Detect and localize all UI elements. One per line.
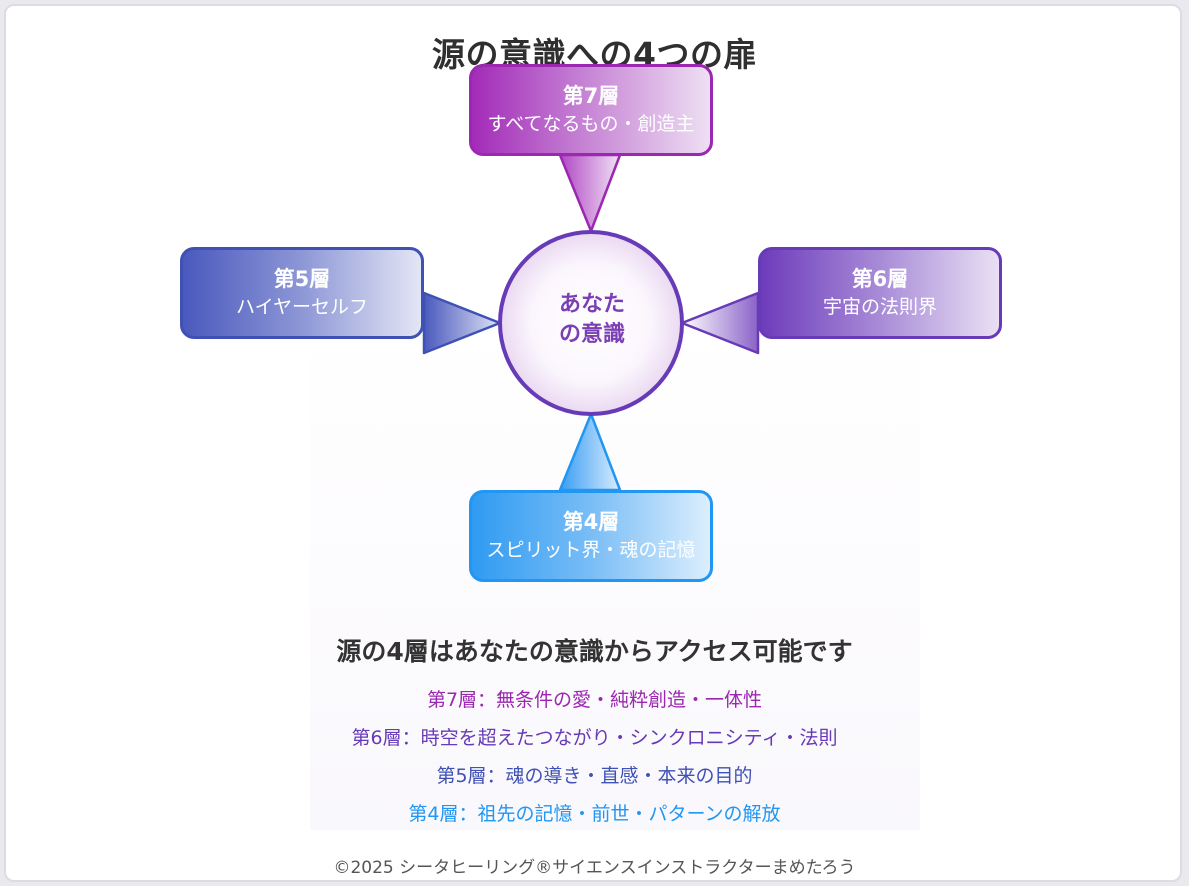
description-layer6: 第6層：時空を超えたつながり・シンクロニシティ・法則 [351, 727, 838, 749]
description-layer4: 第4層：祖先の記憶・前世・パターンの解放 [408, 803, 781, 825]
layer4-label: 第4層 [562, 510, 620, 534]
layer7-box: 第7層 すべてなるもの・創造主 [469, 64, 713, 156]
layer5-box: 第5層 ハイヤーセルフ [180, 247, 424, 339]
layer5-description: ハイヤーセルフ [235, 296, 369, 318]
connector-layer5 [422, 291, 502, 355]
connector-layer7 [558, 153, 622, 233]
center-label-line1: あなた [558, 292, 625, 317]
layer6-label: 第6層 [851, 267, 909, 291]
copyright-footer: ©2025 シータヒーリング®サイエンスインストラクターまめたろう [333, 858, 856, 878]
description-layer7: 第7層：無条件の愛・純粋創造・一体性 [426, 689, 763, 711]
layer-description-list: 第7層：無条件の愛・純粋創造・一体性 第6層：時空を超えたつながり・シンクロニシ… [0, 681, 1189, 833]
layer7-label: 第7層 [562, 84, 620, 108]
layer7-description: すべてなるもの・創造主 [487, 113, 695, 135]
subtitle: 源の4層はあなたの意識からアクセス可能です [336, 637, 853, 666]
layer5-label: 第5層 [273, 267, 331, 291]
layer4-box: 第4層 スピリット界・魂の記憶 [469, 490, 713, 582]
layer4-description: スピリット界・魂の記憶 [486, 539, 696, 561]
layer6-description: 宇宙の法則界 [822, 296, 937, 318]
description-layer5: 第5層：魂の導き・直感・本来の目的 [436, 765, 753, 787]
center-circle [498, 230, 684, 416]
center-label-line2: の意識 [558, 322, 625, 347]
center-label: あなた の意識 [520, 290, 664, 350]
layer6-box: 第6層 宇宙の法則界 [758, 247, 1002, 339]
